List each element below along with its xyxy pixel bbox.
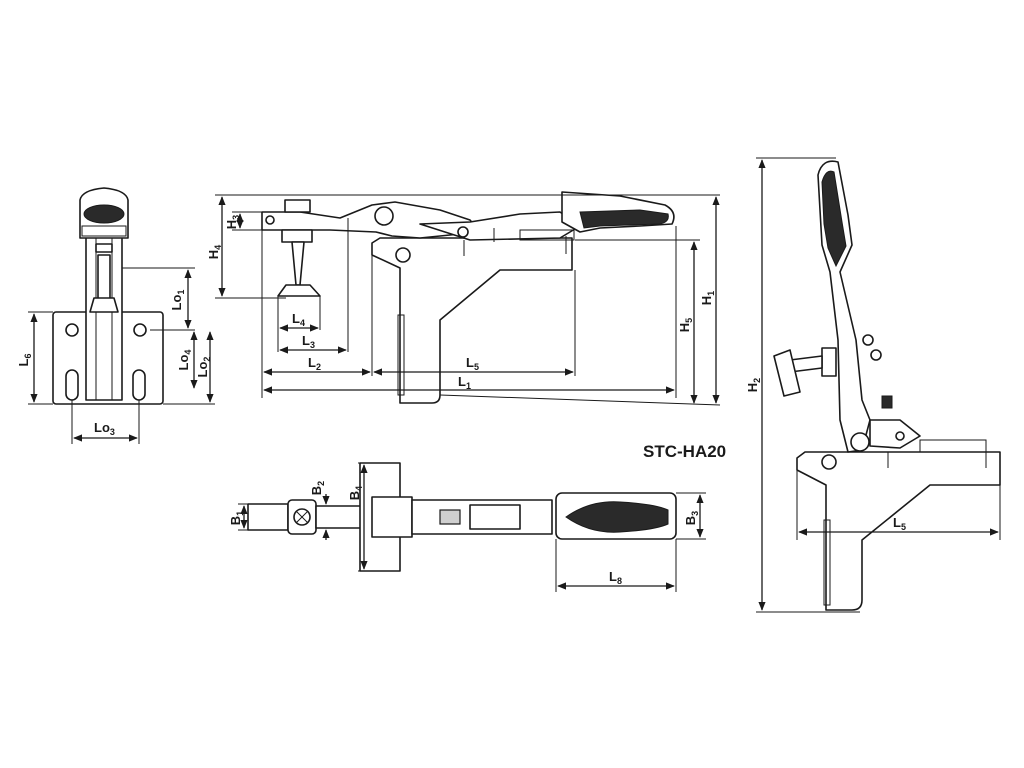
spindle-nut-lower: [281, 229, 313, 243]
top-view: [247, 462, 677, 572]
dim-B3-label: B3: [683, 511, 700, 525]
spindle-foot: [89, 297, 119, 313]
mount-hole: [65, 323, 79, 337]
open-view-dimensions: H2 L5: [745, 157, 1001, 613]
dim-L4-label: L4: [292, 311, 305, 328]
pressure-pad: [277, 284, 321, 297]
top-arm-end: [247, 503, 289, 531]
open-spindle-nut: [821, 347, 837, 377]
dim-Lo4-label: Lo4: [176, 350, 193, 371]
spindle: [291, 241, 305, 286]
spindle: [97, 254, 111, 301]
mount-slot: [132, 369, 146, 401]
open-pressure-pad: [773, 349, 801, 397]
dim-L5-open-label: L5: [893, 515, 906, 532]
front-view-dimensions: L6 Lo1 Lo4 Lo2 Lo3: [16, 267, 215, 444]
dim-Lo1-label: Lo1: [169, 290, 186, 311]
front-view: [52, 187, 164, 405]
side-view: [261, 191, 675, 404]
arm-pivot: [374, 206, 394, 226]
handle-grip: [83, 204, 125, 224]
dim-L6-label: L6: [16, 354, 33, 367]
dim-L1-label: L1: [458, 374, 471, 391]
handle-grip: [579, 209, 669, 229]
open-pivot-pin: [821, 454, 837, 470]
dim-Lo2-label: Lo2: [195, 357, 212, 378]
dim-H1-label: H1: [699, 291, 716, 305]
dim-L5-label: L5: [466, 355, 479, 372]
mount-hole: [133, 323, 147, 337]
dim-L8-label: L8: [609, 569, 622, 586]
dim-B1-label: B1: [228, 511, 245, 525]
dim-H5-label: H5: [677, 318, 694, 332]
top-view-dimensions: B1 B2 B4 B3 L8: [228, 462, 706, 592]
top-pivot-block: [371, 496, 413, 538]
dim-B2-label: B2: [309, 481, 326, 495]
dim-B4-label: B4: [347, 486, 364, 500]
mount-slot: [65, 369, 79, 401]
dim-L2-label: L2: [308, 355, 321, 372]
dim-H2-label: H2: [745, 378, 762, 392]
open-view: [773, 160, 1001, 611]
spindle-nut: [284, 199, 311, 213]
dim-L3-label: L3: [302, 333, 315, 350]
open-arm-pivot: [850, 432, 870, 452]
top-handle-grip: [565, 501, 669, 533]
dim-Lo3-label: Lo3: [94, 420, 115, 437]
clamp-frame: [371, 237, 573, 404]
dim-H3-label: H3: [224, 215, 241, 229]
side-view-dimensions: H4 H3 L4 L3 L2 L5 L1 H5 H1: [206, 194, 721, 406]
pivot-pin: [395, 247, 411, 263]
dim-H4-label: H4: [206, 245, 223, 259]
open-handle-grip: [821, 170, 847, 268]
open-frame: [796, 451, 1001, 611]
open-link: [869, 419, 921, 449]
model-label: STC-HA20: [643, 442, 726, 461]
arm-hole: [265, 215, 275, 225]
